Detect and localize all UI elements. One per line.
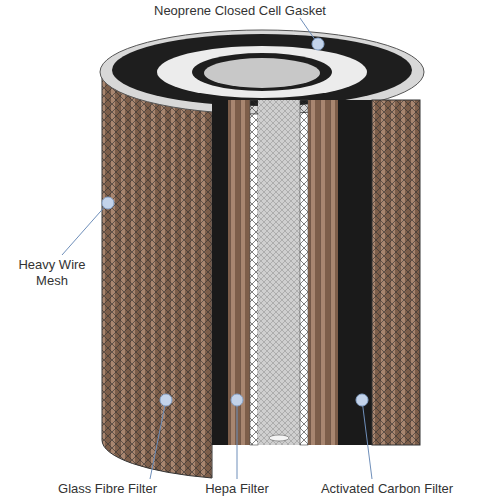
leader-line bbox=[237, 400, 238, 479]
end-cap bbox=[157, 46, 367, 98]
callout-dot bbox=[102, 197, 114, 209]
core-tube bbox=[258, 100, 300, 445]
leader-line bbox=[362, 400, 372, 479]
leader-line bbox=[62, 203, 108, 255]
carbon-layer bbox=[212, 100, 228, 445]
callout-dot bbox=[312, 38, 324, 50]
drain-hole bbox=[269, 435, 289, 441]
outer-pleats bbox=[102, 72, 212, 478]
callout-dot bbox=[356, 394, 368, 406]
callout-dot bbox=[160, 394, 172, 406]
callout-dot bbox=[231, 394, 243, 406]
part-label: Neoprene Closed Cell Gasket bbox=[140, 3, 340, 19]
inner-gasket bbox=[192, 53, 332, 91]
leader-line bbox=[150, 400, 166, 479]
outer-gasket bbox=[112, 34, 412, 106]
glass-fibre-layer bbox=[372, 100, 420, 445]
hepa-layer bbox=[308, 100, 338, 445]
wire-mesh bbox=[102, 72, 212, 478]
leader-lines bbox=[62, 18, 372, 479]
hepa-layer bbox=[228, 100, 250, 445]
core-opening bbox=[204, 58, 320, 88]
part-label: Heavy Wire Mesh bbox=[12, 257, 92, 289]
part-label: Hepa Filter bbox=[197, 481, 277, 497]
part-label: Activated Carbon Filter bbox=[298, 481, 476, 497]
part-label: Glass Fibre Filter bbox=[25, 481, 190, 497]
inner-mesh bbox=[250, 100, 258, 445]
wire-mesh bbox=[372, 100, 420, 445]
carbon-layer bbox=[338, 100, 372, 445]
inner-mesh bbox=[300, 100, 308, 445]
callout-dots bbox=[102, 38, 368, 406]
